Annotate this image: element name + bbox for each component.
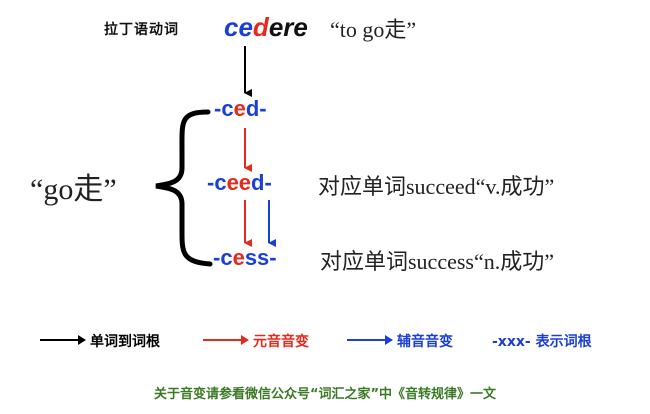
root-ced-start: -c bbox=[214, 96, 234, 121]
word-part-stem-end: d bbox=[252, 12, 269, 42]
root-ceed-start: -c bbox=[207, 170, 227, 195]
word-part-stem-start: ce bbox=[224, 12, 253, 42]
legend-consonant-change: 辅音音变 bbox=[397, 334, 453, 350]
word-part-ending: ere bbox=[268, 12, 308, 42]
legend-root-notation: -xxx- 表示词根 bbox=[492, 334, 592, 350]
word-gloss: “to go走” bbox=[330, 17, 417, 42]
root-ceed-vowel: ee bbox=[226, 170, 252, 195]
root-ced-end: d- bbox=[245, 96, 267, 121]
success-description: 对应单词success“n.成功” bbox=[320, 249, 555, 274]
root-cess: -cess- bbox=[213, 245, 277, 271]
succeed-description: 对应单词succeed“v.成功” bbox=[318, 174, 555, 199]
root-meaning-gloss: “go走” bbox=[30, 173, 117, 206]
curly-brace bbox=[155, 109, 213, 267]
footer-note: 关于音变请参看微信公众号“词汇之家”中《音转规律》一文 bbox=[153, 387, 497, 402]
root-cess-vowel: e bbox=[232, 245, 245, 270]
root-cess-start: -c bbox=[213, 245, 233, 270]
root-cess-end: ss- bbox=[244, 245, 277, 270]
root-ceed: -ceed- bbox=[207, 170, 272, 196]
root-ceed-end: d- bbox=[251, 170, 272, 195]
root-ced-vowel: e bbox=[233, 96, 246, 121]
legend-vowel-change: 元音音变 bbox=[253, 334, 309, 350]
latin-word: cedere bbox=[224, 12, 308, 43]
legend-word-to-root: 单词到词根 bbox=[90, 334, 160, 350]
root-ced: -ced- bbox=[214, 96, 267, 122]
latin-verb-label: 拉丁语动词 bbox=[104, 22, 179, 38]
